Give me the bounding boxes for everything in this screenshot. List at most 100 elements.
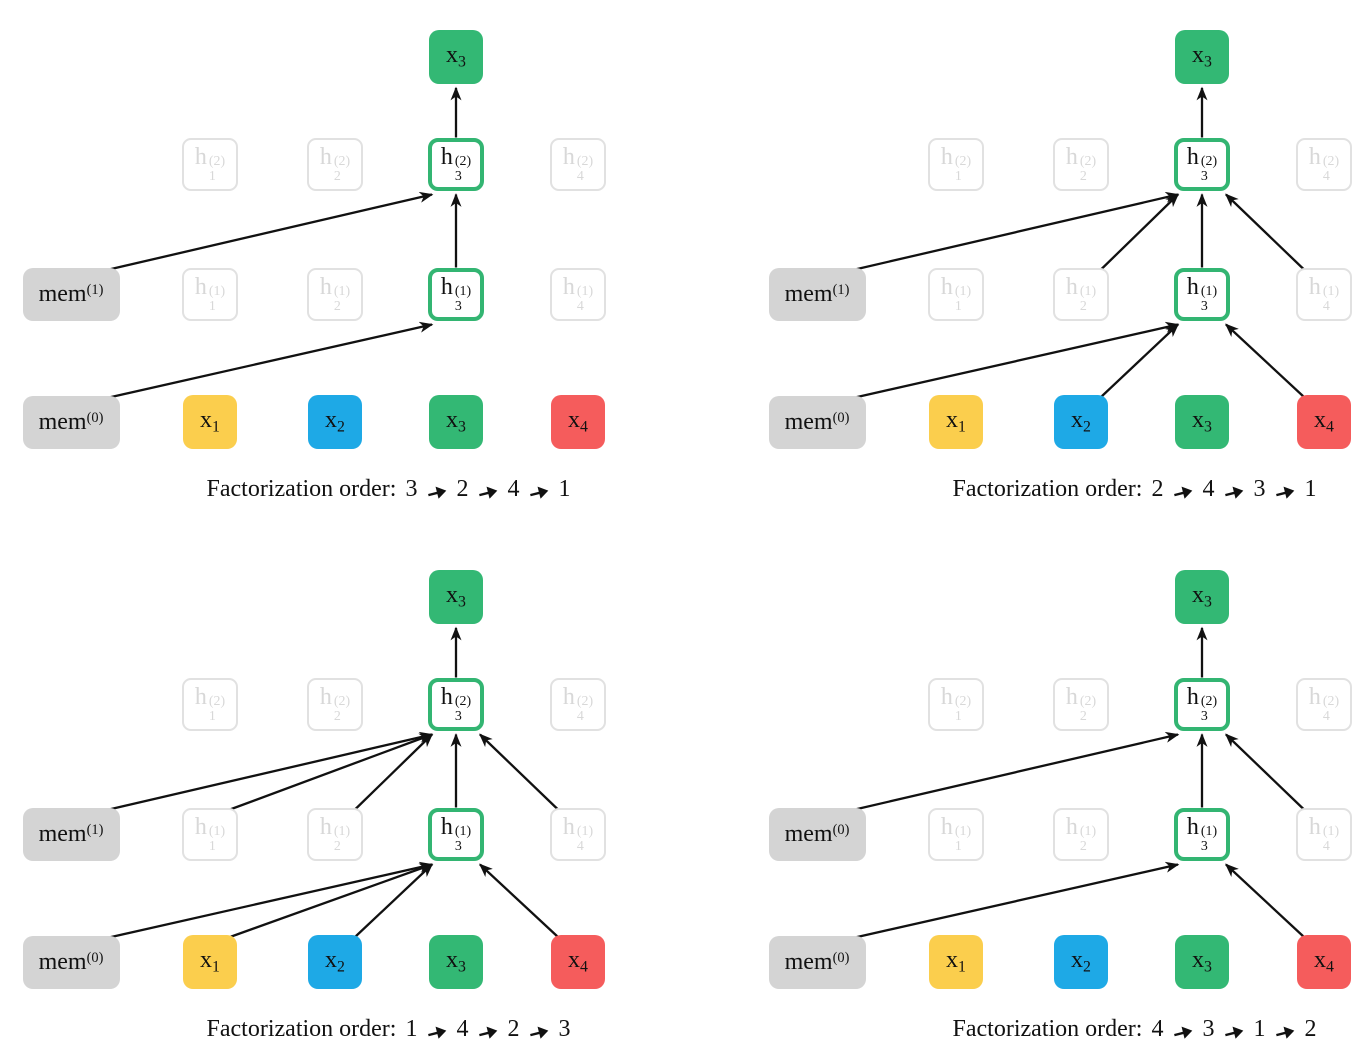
- node-label: h(2)2: [319, 143, 351, 184]
- node-x4: x4: [1297, 935, 1351, 989]
- label-superscript: (2): [954, 153, 972, 169]
- label-superscript: (1): [454, 283, 472, 299]
- label-subscript: 2: [333, 168, 341, 184]
- node-label: h(2)2: [1065, 683, 1097, 724]
- caption-order-number: 4: [456, 1016, 469, 1042]
- label-superscript: (2): [1200, 153, 1218, 169]
- label-subscript: 1: [954, 838, 962, 854]
- node-x4: x4: [551, 395, 605, 449]
- node-label: mem(0): [784, 409, 850, 435]
- caption-order-number: 3: [1202, 1016, 1215, 1042]
- edges-layer: [108, 86, 462, 399]
- label-subscript: 1: [212, 418, 220, 436]
- label-subscript: 4: [580, 958, 588, 976]
- node-out: x3: [1175, 30, 1229, 84]
- edges-layer: [854, 86, 1305, 399]
- label-subscript: 2: [1079, 298, 1087, 314]
- node-mem1: mem(1): [22, 267, 120, 321]
- label-superscript: (2): [954, 693, 972, 709]
- right-arrow-icon: [479, 1026, 498, 1039]
- node-mem0: mem(0): [768, 935, 866, 989]
- node-h2_2: h(2)2: [307, 137, 363, 191]
- node-label: h(1)2: [319, 273, 351, 314]
- node-h1_2: h(1)2: [1053, 267, 1109, 321]
- node-label: h(2)1: [194, 683, 226, 724]
- right-arrow-icon: [1276, 486, 1295, 499]
- caption-order-number: 1: [405, 1016, 418, 1042]
- label-subscript: 4: [576, 838, 584, 854]
- node-h1_3: h(1)3: [1174, 807, 1230, 861]
- label-superscript: (1): [1200, 283, 1218, 299]
- caption-order-number: 3: [1253, 476, 1266, 502]
- label-superscript: (2): [454, 693, 472, 709]
- node-label: h(2)3: [440, 143, 472, 184]
- node-label: mem(1): [38, 821, 104, 847]
- label-superscript: (1): [954, 823, 972, 839]
- node-label: h(2)4: [562, 143, 594, 184]
- edge-h1_2-to-h2_3: [1100, 193, 1179, 271]
- label-subscript: 2: [1079, 838, 1087, 854]
- edge-x2-to-h1_3: [354, 863, 434, 938]
- label-subscript: 4: [1326, 418, 1334, 436]
- node-h2_2: h(2)2: [1053, 677, 1109, 731]
- node-label: h(1)4: [562, 273, 594, 314]
- node-label: h(2)2: [1065, 143, 1097, 184]
- node-h2_1: h(2)1: [928, 677, 984, 731]
- label-subscript: 4: [576, 298, 584, 314]
- label-superscript: (2): [208, 153, 226, 169]
- right-arrow-icon: [1225, 486, 1244, 499]
- node-x3: x3: [429, 395, 483, 449]
- node-h2_2: h(2)2: [1053, 137, 1109, 191]
- label-subscript: 2: [337, 958, 345, 976]
- node-label: x4: [568, 407, 588, 436]
- node-label: x3: [1192, 42, 1212, 71]
- caption-order-number: 2: [1151, 476, 1164, 502]
- node-mem1: mem(1): [768, 267, 866, 321]
- node-h1_4: h(1)4: [550, 807, 606, 861]
- label-subscript: 2: [333, 838, 341, 854]
- label-superscript: (1): [954, 283, 972, 299]
- label-superscript: (1): [454, 823, 472, 839]
- label-subscript: 3: [1200, 708, 1208, 724]
- label-subscript: 1: [958, 418, 966, 436]
- node-label: mem(0): [38, 949, 104, 975]
- node-label: h(2)4: [562, 683, 594, 724]
- node-x2: x2: [1054, 395, 1108, 449]
- edges-layer: [854, 626, 1305, 939]
- label-superscript: (2): [576, 693, 594, 709]
- node-label: x1: [946, 947, 966, 976]
- label-subscript: 1: [208, 168, 216, 184]
- label-superscript: (1): [86, 281, 104, 298]
- node-label: x1: [946, 407, 966, 436]
- label-subscript: 3: [1204, 418, 1212, 436]
- edge-h1_1-to-h2_3: [229, 733, 434, 811]
- edge-mem0-to-h1_3: [108, 861, 434, 939]
- caption-order-number: 1: [1304, 476, 1317, 502]
- node-label: h(2)2: [319, 683, 351, 724]
- label-superscript: (1): [1079, 283, 1097, 299]
- node-h1_1: h(1)1: [928, 267, 984, 321]
- node-label: x3: [1192, 947, 1212, 976]
- caption-prefix: Factorization order:: [952, 476, 1143, 502]
- label-superscript: (1): [1322, 283, 1340, 299]
- node-label: x2: [325, 947, 345, 976]
- label-subscript: 4: [1322, 838, 1330, 854]
- node-label: x4: [1314, 407, 1334, 436]
- label-subscript: 4: [1322, 298, 1330, 314]
- node-label: h(1)1: [940, 813, 972, 854]
- label-superscript: (2): [1322, 693, 1340, 709]
- label-subscript: 1: [208, 708, 216, 724]
- label-superscript: (1): [333, 283, 351, 299]
- label-subscript: 2: [333, 298, 341, 314]
- node-label: x3: [446, 407, 466, 436]
- node-label: h(1)3: [440, 813, 472, 854]
- node-x4: x4: [1297, 395, 1351, 449]
- node-label: mem(0): [784, 949, 850, 975]
- label-subscript: 3: [458, 418, 466, 436]
- right-arrow-icon: [530, 486, 549, 499]
- node-label: mem(1): [38, 281, 104, 307]
